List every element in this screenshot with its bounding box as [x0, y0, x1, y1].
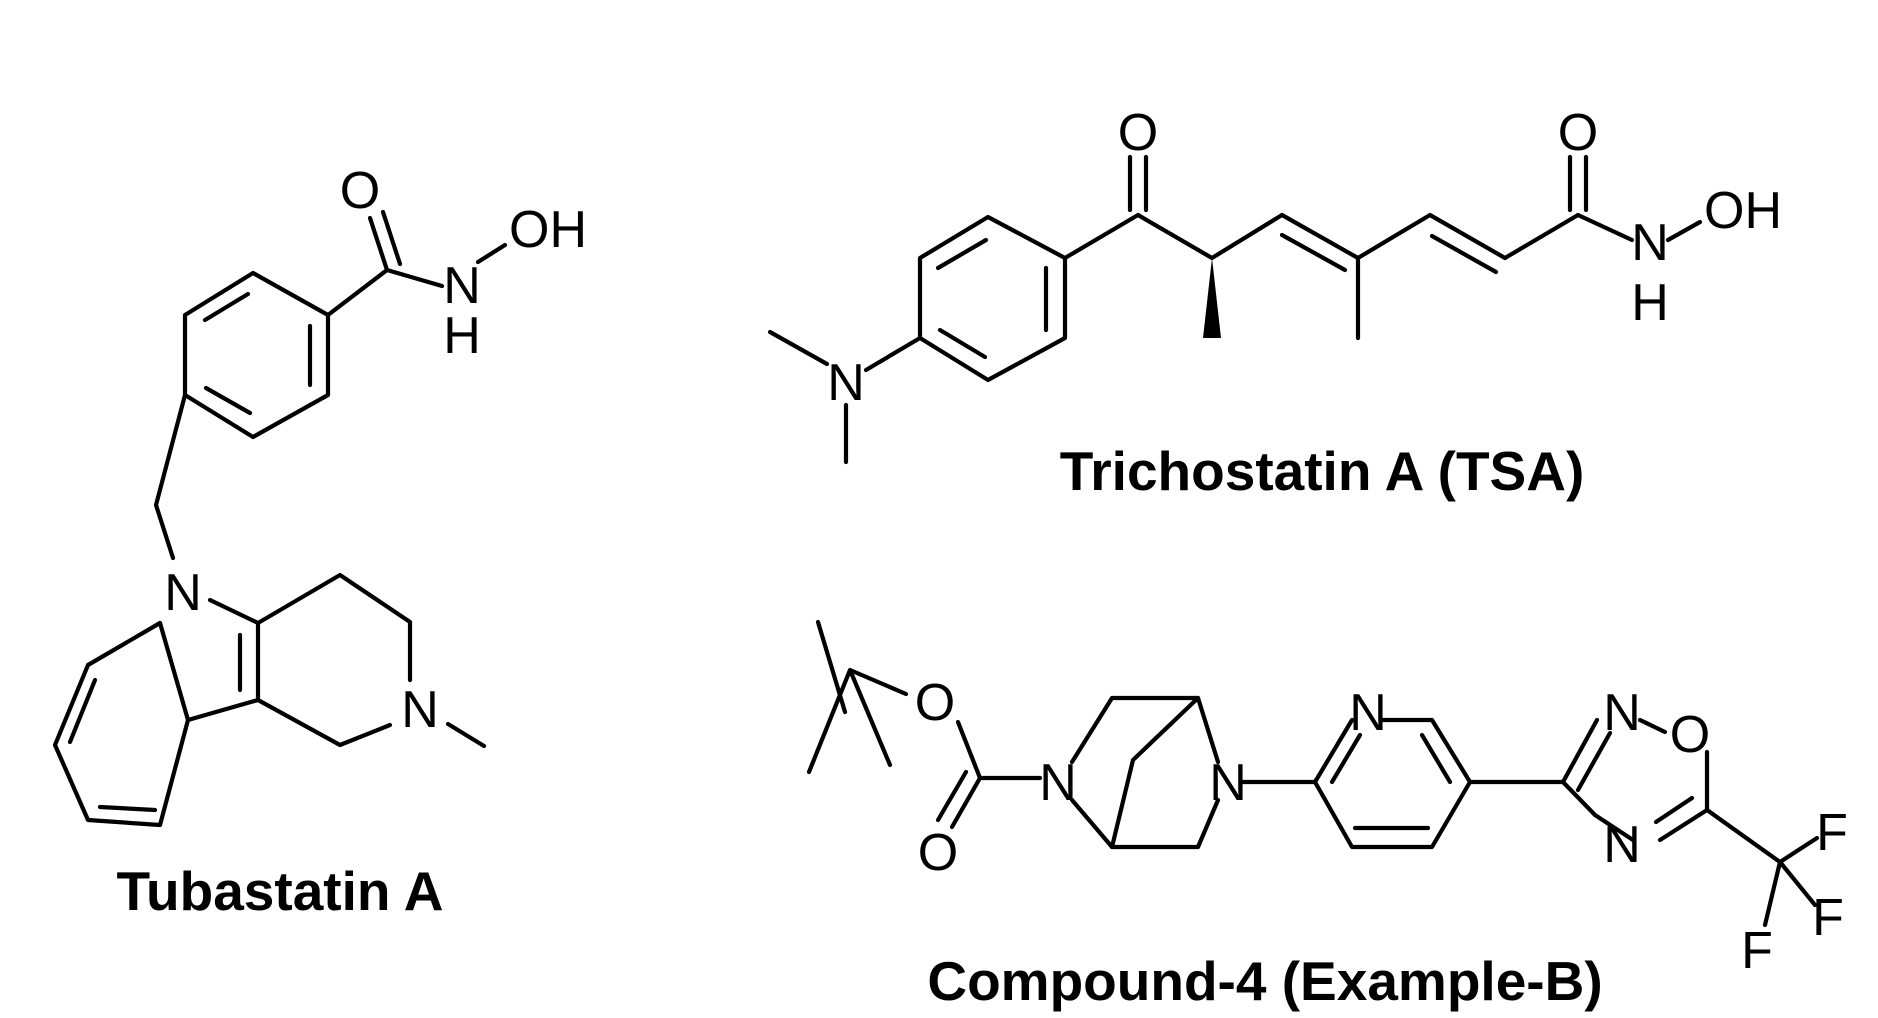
compound-4-fluorine-bottom-label: F — [1741, 922, 1773, 980]
trichostatin-a-name: Trichostatin A (TSA) — [1060, 440, 1585, 502]
tsa-hydroxamate-hydrogen-label: H — [1631, 274, 1669, 332]
tubastatin-hydroxamate-hydrogen-label: H — [443, 307, 481, 365]
compound-4-bicyclic-nitrogen-right-label: N — [1209, 754, 1247, 812]
tsa-hydroxyl-label: OH — [1704, 182, 1782, 240]
tubastatin-a-name: Tubastatin A — [117, 860, 444, 922]
tubastatin-indole-nitrogen-label: N — [164, 564, 202, 622]
compound-4-fluorine-right-label: F — [1812, 889, 1844, 947]
tubastatin-hydroxyl-label: OH — [509, 201, 587, 259]
compound-4-pyridine-nitrogen-label: N — [1349, 684, 1387, 742]
compound-4-name: Compound-4 (Example-B) — [927, 950, 1602, 1012]
tsa-dimethylamino-nitrogen-label: N — [827, 354, 865, 412]
compound-4-carbonyl-oxygen-label: O — [918, 824, 958, 882]
compound-4-oxadiazole-oxygen-label: O — [1670, 706, 1710, 764]
tsa-hydroxamate-nitrogen-label: N — [1631, 214, 1669, 272]
tsa-amide-oxygen-label: O — [1558, 104, 1598, 162]
compound-4-fluorine-top-label: F — [1816, 804, 1848, 862]
compound-4-oxadiazole-nitrogen-bottom-label: N — [1603, 816, 1641, 874]
compound-4-bicyclic-nitrogen-left-label: N — [1039, 754, 1077, 812]
compound-4-oxadiazole-nitrogen-top-label: N — [1603, 684, 1641, 742]
tubastatin-ring-nitrogen-label: N — [401, 681, 439, 739]
tubastatin-oxygen-label: O — [340, 162, 380, 220]
tsa-ketone-oxygen-label: O — [1118, 104, 1158, 162]
compound-4-ester-oxygen-label: O — [915, 674, 955, 732]
